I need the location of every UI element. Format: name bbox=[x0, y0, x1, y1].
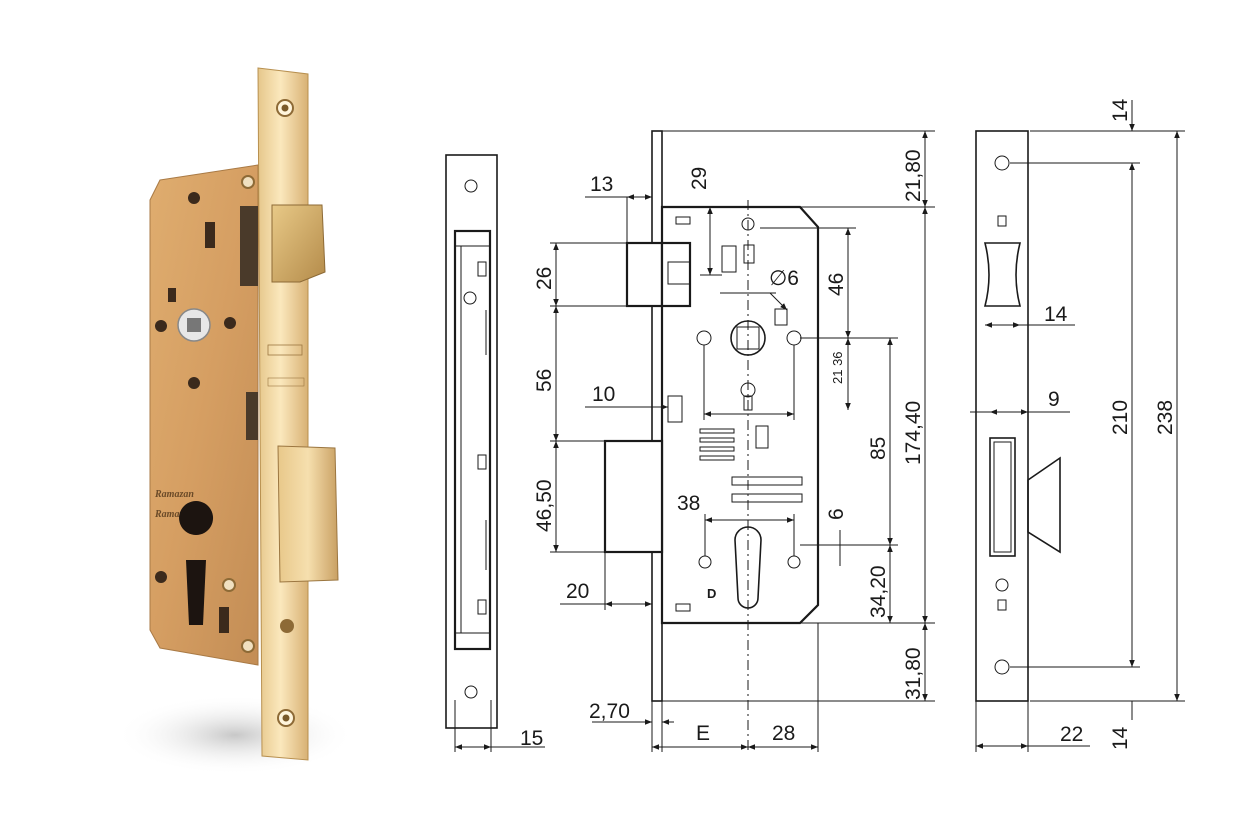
dim-bottom-margin: 31,80 bbox=[902, 647, 925, 700]
dim-spindle-spacing: 21 36 bbox=[830, 351, 845, 384]
dim-strike-inner: 210 bbox=[1109, 400, 1132, 435]
dim-overall-case: 174,40 bbox=[902, 401, 925, 465]
svg-text:D: D bbox=[707, 586, 716, 601]
lock-product-photo: Ramazan Ramazan bbox=[115, 67, 355, 775]
case-engraving-2: Ramazan bbox=[154, 509, 194, 520]
dim-top-case: 29 bbox=[688, 167, 711, 190]
dim-hole-diameter: ∅6 bbox=[769, 267, 799, 290]
dim-bolt-offset: 10 bbox=[592, 383, 615, 406]
dim-backset-label: E bbox=[696, 722, 710, 745]
dim-latch-offset: 13 bbox=[590, 173, 613, 196]
dim-faceplate-thickness: 2,70 bbox=[589, 700, 630, 723]
dim-gap-56: 56 bbox=[533, 369, 556, 392]
dim-bolt-throw: 20 bbox=[566, 580, 589, 603]
dim-handle-offset: 46 bbox=[825, 273, 848, 296]
dim-centre-distance: 85 bbox=[867, 437, 890, 460]
dim-bolt-height: 46,50 bbox=[533, 479, 556, 532]
latch-bolt bbox=[271, 204, 326, 283]
cylinder-keyhole bbox=[179, 501, 214, 535]
dim-front-width: 15 bbox=[520, 727, 543, 750]
dim-cylinder-notch: 6 bbox=[825, 508, 848, 520]
side-view-drawing: 15 bbox=[445, 154, 545, 752]
dim-cylinder-bottom: 34,20 bbox=[867, 565, 890, 618]
faceplate bbox=[257, 67, 309, 761]
case-engraving-1: Ramazan bbox=[154, 489, 194, 500]
dim-strike-bolt-width: 9 bbox=[1048, 388, 1060, 411]
dim-strike-top: 14 bbox=[1109, 98, 1132, 122]
dim-top-margin: 21,80 bbox=[902, 149, 925, 202]
dim-cylinder-width: 38 bbox=[677, 492, 700, 515]
dim-latch-height: 26 bbox=[533, 267, 556, 290]
lock-case bbox=[149, 164, 259, 666]
dead-bolt bbox=[277, 445, 339, 583]
dim-strike-latch-width: 14 bbox=[1044, 303, 1068, 326]
dim-strike-width: 22 bbox=[1060, 723, 1083, 746]
dim-strike-overall: 238 bbox=[1154, 400, 1177, 435]
dim-strike-bottom: 14 bbox=[1109, 726, 1132, 750]
dim-case-depth: 28 bbox=[772, 722, 795, 745]
strike-plate-drawing: 14 210 238 14 9 22 14 bbox=[970, 98, 1185, 752]
front-view-drawing: D 21,80 174,40 31,80 13 29 26 56 bbox=[533, 130, 935, 752]
